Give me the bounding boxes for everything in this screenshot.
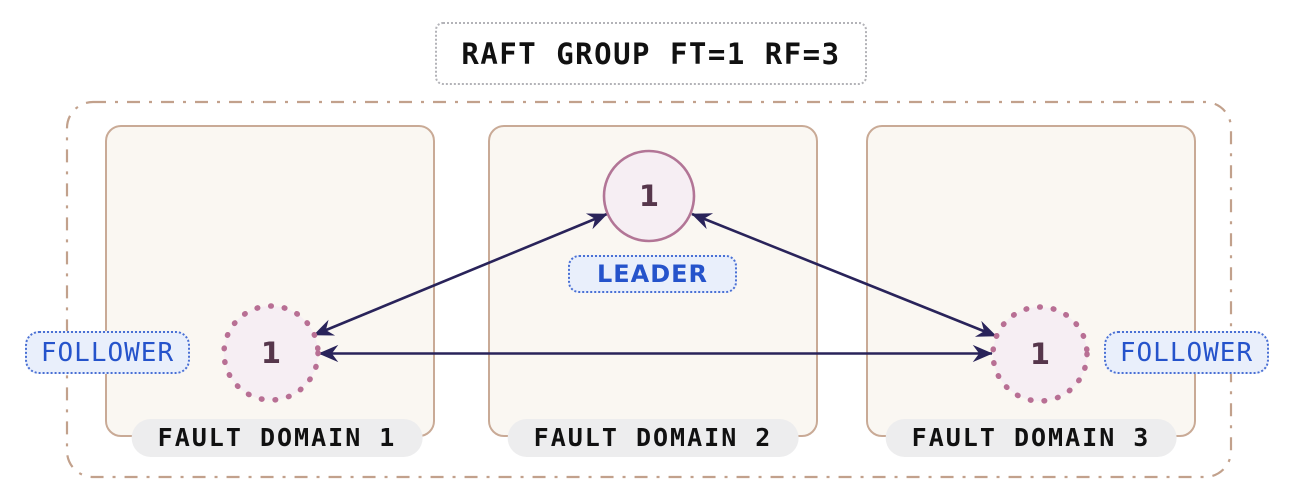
raft-group-container-border	[65, 100, 1233, 479]
follower2-node-id: 1	[1029, 337, 1051, 371]
arrow-follower1-leader	[313, 212, 608, 337]
fault-domain-2-label: FAULT DOMAIN 2	[507, 419, 799, 457]
follower2-label: FOLLOWER	[1104, 331, 1269, 374]
leader-node-id: 1	[638, 179, 660, 213]
arrow-leader-follower2	[691, 212, 997, 338]
fault-domain-3-label: FAULT DOMAIN 3	[885, 419, 1177, 457]
raft-group-title: RAFT GROUP FT=1 RF=3	[461, 36, 841, 71]
follower2-node-circle	[990, 304, 1090, 404]
leader-node-circle	[602, 149, 696, 243]
follower1-node-id: 1	[260, 336, 282, 370]
raft-group-title-box: RAFT GROUP FT=1 RF=3	[435, 22, 867, 85]
fault-domain-1-label: FAULT DOMAIN 1	[131, 419, 423, 457]
leader-label: LEADER	[568, 255, 737, 293]
follower1-node-circle	[221, 303, 321, 403]
follower1-label: FOLLOWER	[25, 331, 190, 374]
